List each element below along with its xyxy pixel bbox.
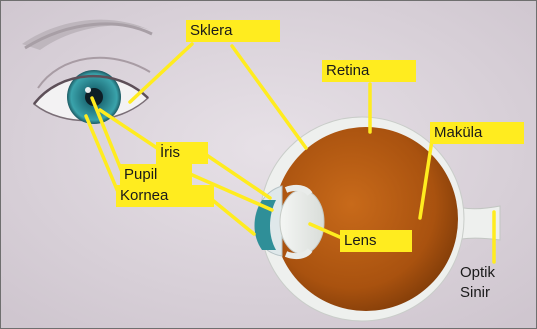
label-retina: Retina [322,60,416,82]
label-iris: İris [156,142,208,164]
label-optic-nerve-line1: Optik [458,262,497,284]
label-lens: Lens [340,230,412,252]
label-macula: Maküla [430,122,524,144]
label-optic-nerve-line2: Sinir [458,282,492,304]
label-sclera: Sklera [186,20,280,42]
lens-shape [280,190,324,254]
eye-highlight [85,87,91,93]
label-pupil: Pupil [120,164,192,186]
label-cornea: Kornea [116,185,214,207]
